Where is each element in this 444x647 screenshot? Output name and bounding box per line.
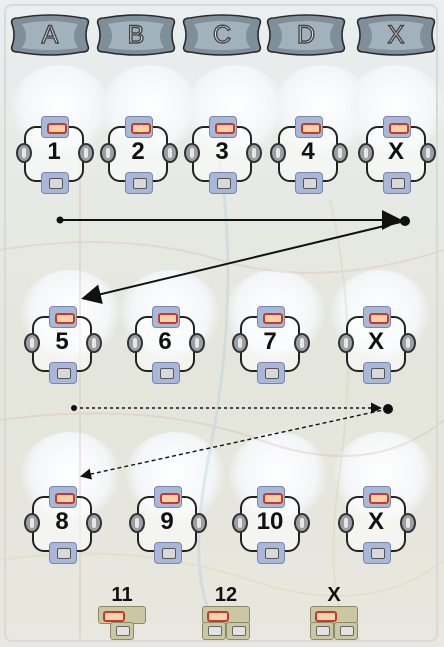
arrow-row2-to-row3 [71, 404, 393, 476]
arrow-row1-to-row2 [57, 216, 411, 298]
